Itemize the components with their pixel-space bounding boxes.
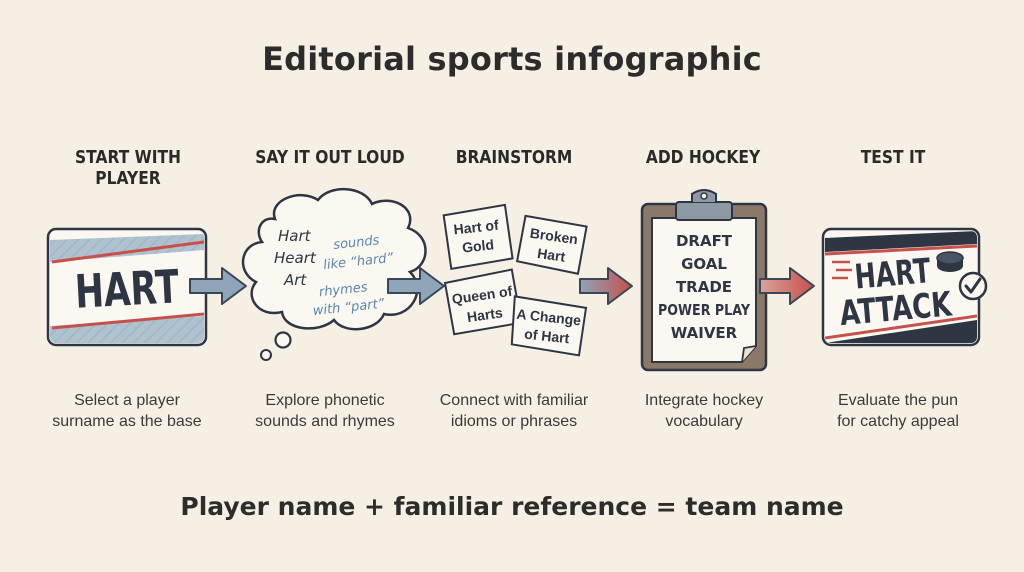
- brainstorm-notes: Hart of Gold Broken Hart Queen of Harts …: [442, 203, 588, 357]
- player-name-card: HART: [46, 227, 208, 347]
- checkmark-icon: [958, 271, 988, 301]
- step-4-heading: ADD HOCKEY: [645, 147, 761, 168]
- phrase-note-1: Hart of Gold: [442, 203, 514, 271]
- clipboard-item-4: POWER PLAY: [658, 301, 751, 319]
- svg-text:Harts: Harts: [466, 304, 504, 325]
- step-5-heading: TEST IT: [860, 147, 926, 168]
- clipboard-item-2: GOAL: [681, 255, 727, 273]
- phrase-note-2: Broken Hart: [515, 214, 588, 275]
- page-title: Editorial sports infographic: [262, 40, 762, 78]
- step-1-heading: START WITH PLAYER: [74, 147, 182, 189]
- pun-result-card: HART ATTACK: [821, 227, 988, 347]
- step-2-heading: SAY IT OUT LOUD: [255, 147, 405, 168]
- arrow-1: [189, 267, 247, 305]
- cloud-word-2: Heart: [274, 249, 317, 267]
- svg-text:Hart of: Hart of: [453, 217, 500, 238]
- note-rhymes-line-1: rhymes: [318, 280, 368, 300]
- note-sounds-line-1: sounds: [333, 233, 381, 253]
- note-rhymes-line-2: with “part”: [312, 296, 385, 318]
- pun-line-2: ATTACK: [838, 284, 954, 334]
- clipboard-item-5: WAIVER: [671, 324, 738, 342]
- svg-text:Gold: Gold: [461, 236, 494, 255]
- clipboard-item-3: TRADE: [676, 278, 732, 296]
- clipboard-item-1: DRAFT: [676, 232, 733, 250]
- phrase-note-3: Queen of Harts: [443, 268, 523, 336]
- note-sounds-line-2: like “hard”: [323, 251, 395, 273]
- phrase-note-4: A Change of Hart: [510, 295, 588, 357]
- svg-text:Hart: Hart: [536, 245, 566, 265]
- arrow-2: [387, 267, 445, 305]
- step-3-heading: BRAINSTORM: [455, 147, 573, 168]
- cloud-word-3: Art: [283, 271, 307, 289]
- hockey-puck-icon: [936, 251, 964, 272]
- svg-text:of Hart: of Hart: [524, 326, 571, 347]
- formula-footer: Player name + familiar reference = team …: [180, 492, 844, 521]
- pun-line-1: HART: [853, 251, 933, 298]
- svg-text:Broken: Broken: [529, 225, 579, 248]
- hockey-clipboard: DRAFT GOAL TRADE POWER PLAY WAIVER: [640, 189, 768, 372]
- svg-text:A Change: A Change: [516, 306, 582, 329]
- arrow-3: [579, 267, 633, 305]
- card-player-name: HART: [74, 259, 181, 318]
- thought-cloud: Hart Heart Art sounds like “hard” rhymes…: [241, 187, 427, 361]
- arrow-4: [759, 267, 815, 305]
- cloud-word-1: Hart: [278, 227, 312, 245]
